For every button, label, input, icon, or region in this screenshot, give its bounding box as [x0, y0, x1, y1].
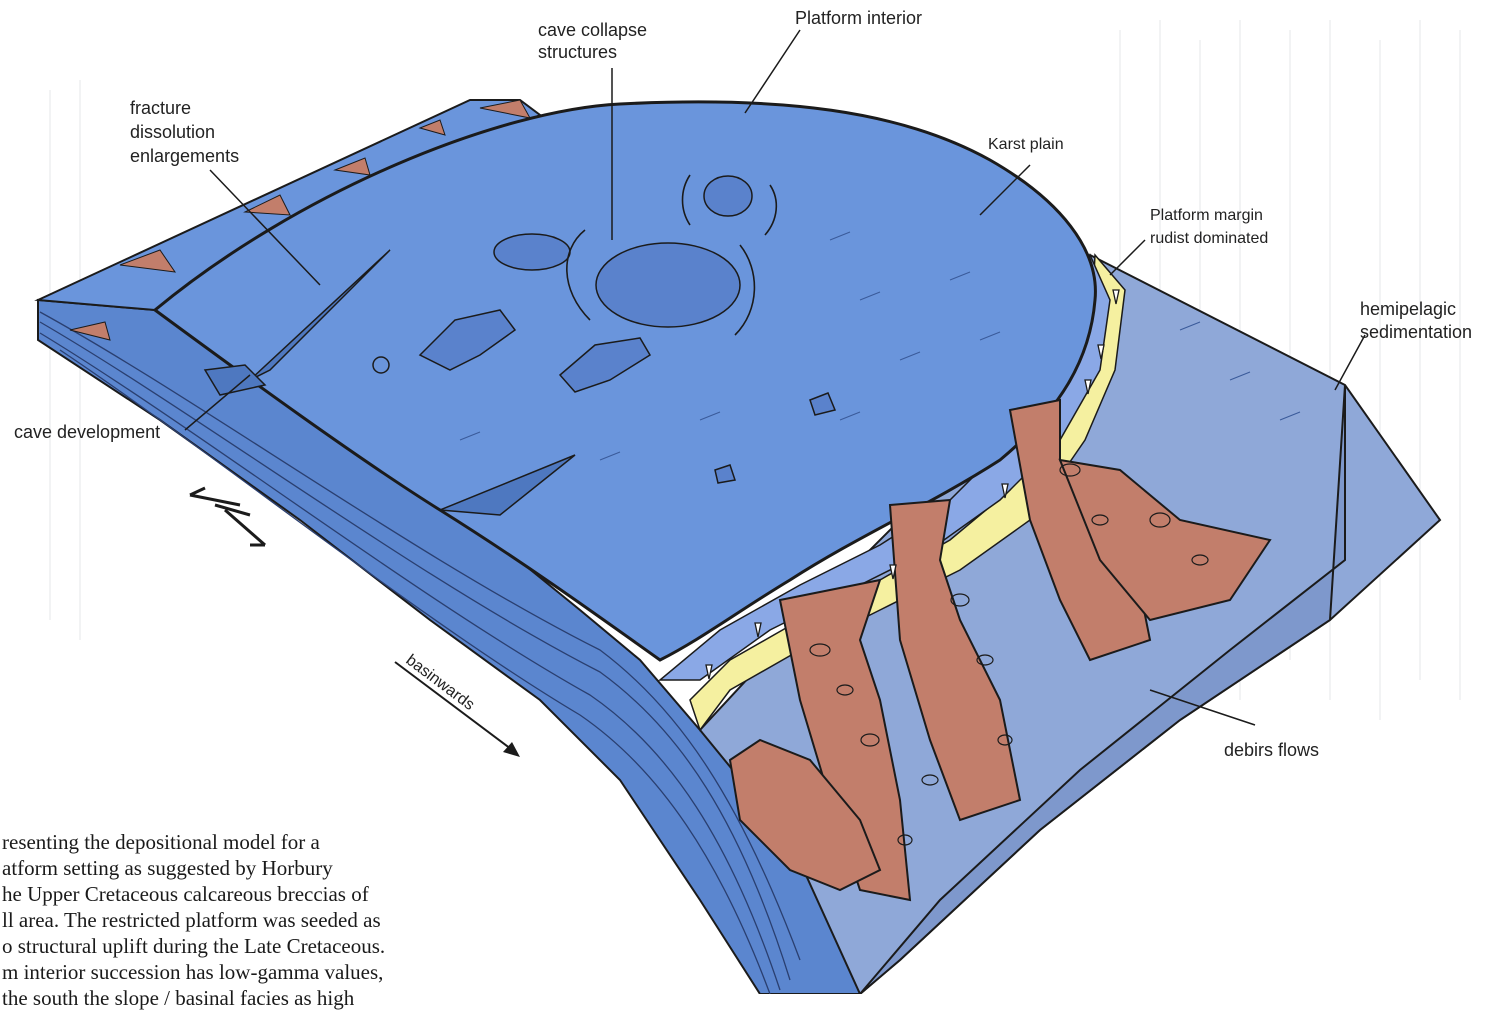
label-karst-plain: Karst plain: [988, 136, 1064, 153]
caption-line: o structural uplift during the Late Cret…: [2, 933, 522, 959]
basinwards-arrow: [395, 662, 520, 757]
label-platform-margin-1: Platform margin: [1150, 207, 1263, 224]
caption-line: atform setting as suggested by Horbury: [2, 855, 522, 881]
label-hemipelagic-1: hemipelagic: [1360, 299, 1456, 319]
label-fracture-3: enlargements: [130, 146, 239, 166]
caption-line: m interior succession has low-gamma valu…: [2, 959, 522, 985]
figure-caption: resenting the depositional model for a a…: [2, 829, 522, 1011]
label-basinwards: basinwards: [403, 652, 478, 714]
caption-line: he Upper Cretaceous calcareous breccias …: [2, 881, 522, 907]
label-cave-development: cave development: [14, 422, 160, 442]
label-platform-interior: Platform interior: [795, 8, 922, 28]
caption-line: the south the slope / basinal facies as …: [2, 985, 522, 1011]
strike-slip-arrows: [190, 488, 265, 545]
label-cave-collapse-2: structures: [538, 42, 617, 62]
label-fracture-1: fracture: [130, 98, 191, 118]
caption-line: resenting the depositional model for a: [2, 829, 522, 855]
caption-line: ll area. The restricted platform was see…: [2, 907, 522, 933]
label-hemipelagic-2: sedimentation: [1360, 322, 1472, 342]
label-fracture-2: dissolution: [130, 122, 215, 142]
label-platform-margin-2: rudist dominated: [1150, 230, 1268, 247]
label-debris-flows: debirs flows: [1224, 740, 1319, 760]
label-cave-collapse-1: cave collapse: [538, 20, 647, 40]
